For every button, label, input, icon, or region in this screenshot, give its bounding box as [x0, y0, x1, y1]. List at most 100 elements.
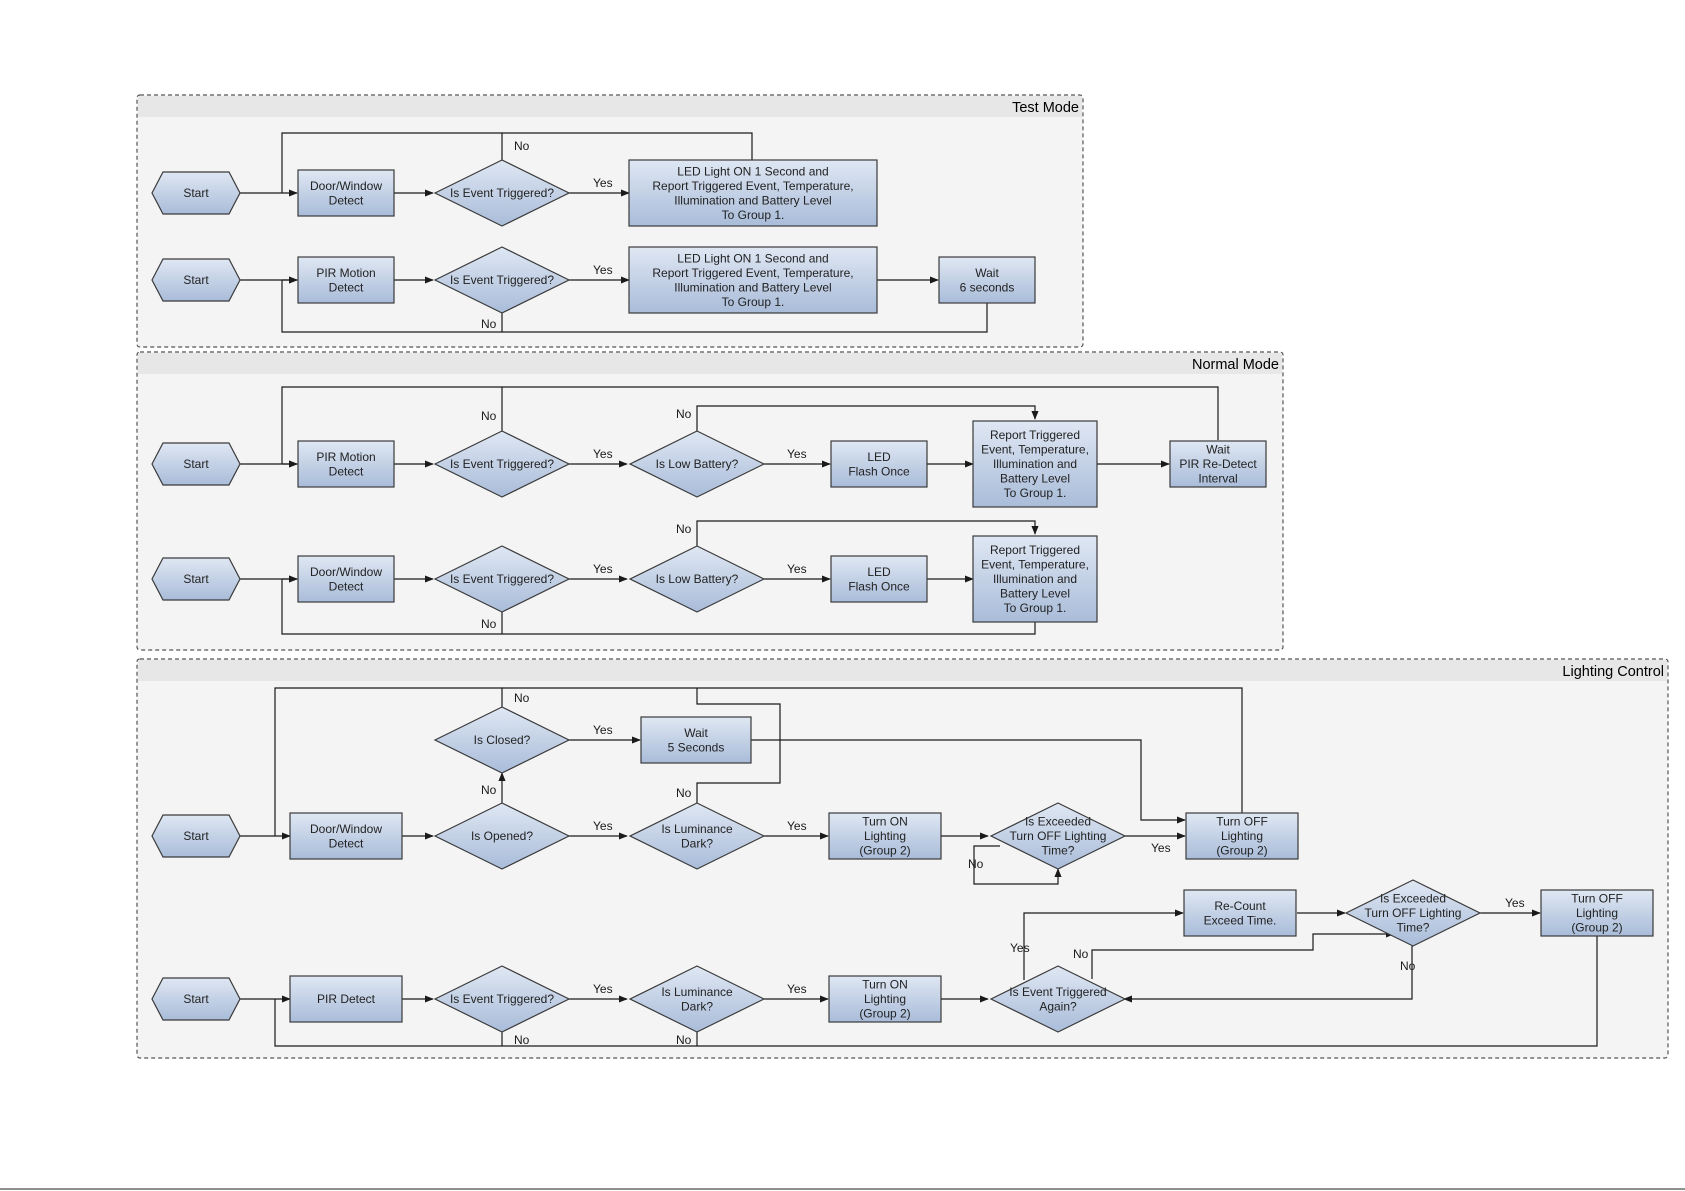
is-low-battery-nm2: Is Low Battery? — [628, 545, 766, 613]
start-lc2: Start — [151, 977, 241, 1021]
node-label: Is Low Battery? — [656, 572, 739, 586]
terminator-shape — [151, 442, 241, 486]
node-label: Is Event Triggered? — [450, 186, 554, 200]
process-shape — [1185, 812, 1299, 860]
start-lc1: Start — [151, 814, 241, 858]
is-low-battery-nm1: Is Low Battery? — [628, 430, 766, 498]
process-shape — [297, 440, 395, 488]
process-shape — [828, 975, 942, 1023]
node-label: Is Event Triggered? — [450, 273, 554, 287]
node-label: Is Event Triggered? — [450, 572, 554, 586]
edge-nm2-report-loop — [281, 579, 1036, 635]
yes-label: Yes — [1505, 896, 1525, 910]
no-label: No — [514, 1033, 530, 1047]
decision-shape — [433, 802, 571, 870]
node-label: Start — [183, 273, 209, 287]
edge-lc1-dark-no-loop — [696, 688, 781, 803]
decision-shape — [989, 965, 1127, 1033]
yes-label: Yes — [593, 982, 613, 996]
process-shape — [297, 256, 395, 304]
edge-nm1-wait-loop — [281, 386, 1219, 464]
process-shape — [1183, 889, 1297, 937]
edge-lc1-closed-no-loop — [274, 687, 503, 836]
is-closed-lc1: Is Closed? — [433, 706, 571, 774]
decision-shape — [433, 965, 571, 1033]
decision-shape — [628, 430, 766, 498]
edge-lc2-off-loop — [274, 936, 1598, 1047]
terminator-shape — [151, 814, 241, 858]
node-label: Is Opened? — [471, 829, 533, 843]
edge-nm2-no-report — [696, 520, 1039, 546]
process-shape — [1540, 889, 1654, 937]
terminator-shape — [151, 171, 241, 215]
panel-title-test-mode: Test Mode — [1012, 100, 1079, 116]
process-shape — [972, 535, 1098, 623]
process-shape — [289, 812, 403, 860]
yes-label: Yes — [1151, 841, 1171, 855]
process-shape — [938, 256, 1036, 304]
is-event-triggered-tm1: Is Event Triggered? — [433, 159, 571, 227]
start-tm1: Start — [151, 171, 241, 215]
yes-label: Yes — [593, 176, 613, 190]
no-label: No — [481, 317, 497, 331]
node-label: Start — [183, 457, 209, 471]
process-shape — [297, 555, 395, 603]
no-label: No — [481, 783, 497, 797]
decision-shape — [433, 545, 571, 613]
edge-lc1-turnoff-loop — [502, 687, 1243, 813]
yes-label: Yes — [593, 263, 613, 277]
panel-title-normal-mode: Normal Mode — [1192, 357, 1279, 373]
no-label: No — [514, 139, 530, 153]
terminator-shape — [151, 977, 241, 1021]
decision-shape — [628, 545, 766, 613]
edge-nm1-no-report — [696, 405, 1039, 431]
terminator-shape — [151, 557, 241, 601]
process-shape — [1169, 440, 1267, 488]
yes-label: Yes — [787, 982, 807, 996]
edges — [240, 132, 1598, 1047]
process-shape — [297, 169, 395, 217]
decision-shape — [433, 159, 571, 227]
node-label: Is Event Triggered? — [450, 992, 554, 1006]
node-label: Is Event Triggered? — [450, 457, 554, 471]
edge-tm1-report-loop — [502, 132, 753, 160]
process-shape — [289, 975, 403, 1023]
yes-label: Yes — [787, 447, 807, 461]
no-label: No — [514, 691, 530, 705]
node-label: Start — [183, 572, 209, 586]
no-label: No — [676, 786, 692, 800]
yes-label: Yes — [593, 562, 613, 576]
edge-lc2-exceeded-no-again — [1123, 946, 1413, 1003]
process-shape — [628, 159, 878, 227]
yes-label: Yes — [593, 447, 613, 461]
